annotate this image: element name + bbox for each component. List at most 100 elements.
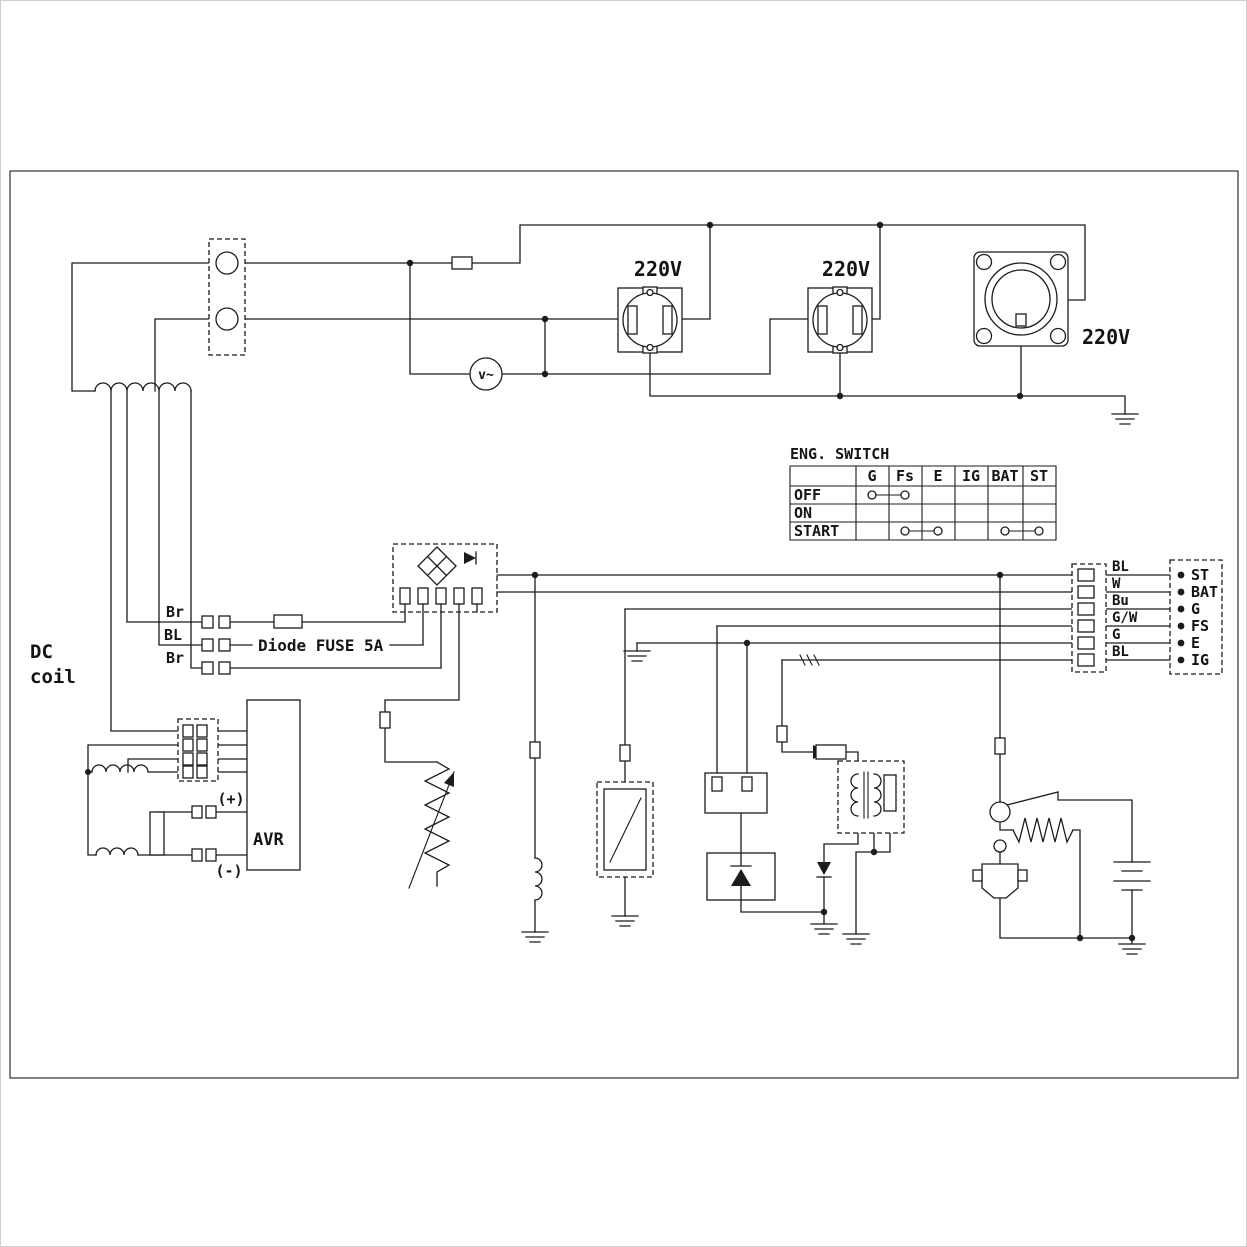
wires-starter [999, 791, 1133, 945]
wires-left [110, 390, 442, 732]
resistor-arrow-line [408, 771, 455, 889]
connector-pair [201, 661, 231, 675]
wires-top [71, 224, 1126, 415]
motor-brush [972, 869, 983, 882]
voltmeter [469, 357, 503, 391]
outlet2-label: 220V [822, 257, 870, 281]
connector-pair [201, 615, 231, 629]
col-e: E [933, 467, 942, 485]
inline-plug [619, 744, 631, 762]
secondary-winding [873, 773, 882, 817]
avr-unit [246, 699, 301, 871]
scr-diode-icon [731, 869, 751, 886]
relay-coil [1012, 817, 1074, 844]
starter-battery-section [972, 737, 1151, 955]
clamp-diode-icon [817, 862, 831, 875]
sensor-pin [711, 776, 723, 792]
relay-contact [989, 801, 1011, 823]
receptacle-2 [807, 286, 873, 354]
inline-plug [776, 725, 788, 743]
starter-motor [981, 863, 1019, 899]
harness-label-gw: G/W [1112, 610, 1138, 626]
outlet1-label: 220V [634, 257, 682, 281]
ground-symbol [1111, 413, 1139, 425]
eng-switch-title: ENG. SWITCH [790, 445, 889, 463]
connector-pair [201, 638, 231, 652]
dc-coil-section: DC coil Br BL Br Diode FUSE 5A [30, 390, 442, 732]
terminal-bat: BAT [1191, 583, 1218, 601]
wire3-label: Br [166, 649, 184, 667]
frame [9, 170, 1239, 1079]
table-grid [789, 465, 1057, 541]
scr-diode-leads [730, 852, 752, 901]
line-fuse [451, 256, 473, 270]
harness-wires [496, 574, 1171, 803]
terminal-ig: IG [1191, 651, 1209, 669]
frame-border [9, 170, 1239, 1079]
row-off: OFF [794, 486, 821, 504]
coil-resistor [883, 774, 897, 812]
harness-label-bu: Bu [1112, 593, 1129, 609]
rectifier-pin [417, 587, 429, 605]
cdi-diagonal [609, 797, 642, 863]
diode-icon [464, 552, 476, 564]
stator-coil [94, 382, 192, 392]
rectifier-section [384, 543, 498, 763]
minus-label: (-) [215, 862, 242, 880]
receptacle-3 [973, 251, 1069, 347]
battery-plates [1113, 861, 1151, 891]
ground-symbol [810, 923, 838, 935]
variable-resistor [423, 761, 451, 887]
connector-pin [1077, 585, 1095, 599]
bridge-symbol [417, 546, 457, 586]
terminal-g: G [1191, 600, 1200, 618]
wire1-label: Br [166, 603, 184, 621]
mount-hole [1049, 327, 1067, 345]
terminal-st: ST [1191, 566, 1209, 584]
connector-pin [1077, 653, 1095, 667]
col-g: G [867, 467, 876, 485]
switch-contact-links [875, 494, 1036, 532]
choke-coil [534, 857, 543, 901]
row-on: ON [794, 504, 812, 522]
generator-output-section: v~ 220V 220V 220V [71, 221, 1139, 425]
rectifier-pin [435, 587, 447, 605]
col-bat: BAT [991, 467, 1018, 485]
plus-label: (+) [217, 790, 244, 808]
receptacle-1 [617, 286, 683, 354]
avr-section: AVR (+) (-) [85, 699, 301, 880]
resistor-arrow-head [444, 772, 454, 787]
avr-label: AVR [253, 830, 284, 850]
diode-fuse [273, 614, 303, 629]
capacitor-block [149, 811, 165, 856]
ground-symbol [1118, 943, 1146, 955]
inline-plug [529, 741, 541, 759]
fuse-label: Diode FUSE 5A [258, 636, 384, 655]
motor-terminal [993, 839, 1007, 853]
sense-coil [95, 847, 139, 856]
inline-plug [379, 711, 391, 729]
motor-brush [1017, 869, 1028, 882]
coil-core [863, 771, 869, 819]
col-fs: Fs [896, 467, 914, 485]
terminal-e: E [1191, 634, 1200, 652]
mount-hole [975, 327, 993, 345]
col-ig: IG [962, 467, 980, 485]
receptacle-3-face [991, 269, 1051, 329]
receptacle-3-slot [1015, 313, 1027, 327]
ground-symbol [611, 915, 639, 927]
rectifier-pin [471, 587, 483, 605]
connector-pin [1077, 602, 1095, 616]
harness-label-bl2: BL [1112, 644, 1129, 660]
wire2-label: BL [164, 626, 182, 644]
plus-pin-pair [191, 805, 217, 819]
voltmeter-label: v~ [478, 368, 494, 383]
ground-symbol [521, 931, 549, 943]
connector-pin [1077, 636, 1095, 650]
inline-plug [994, 737, 1006, 755]
outlet3-label: 220V [1082, 325, 1130, 349]
connector-pin [1077, 568, 1095, 582]
sensor-pin [741, 776, 753, 792]
harness-label-w: W [1112, 576, 1121, 592]
